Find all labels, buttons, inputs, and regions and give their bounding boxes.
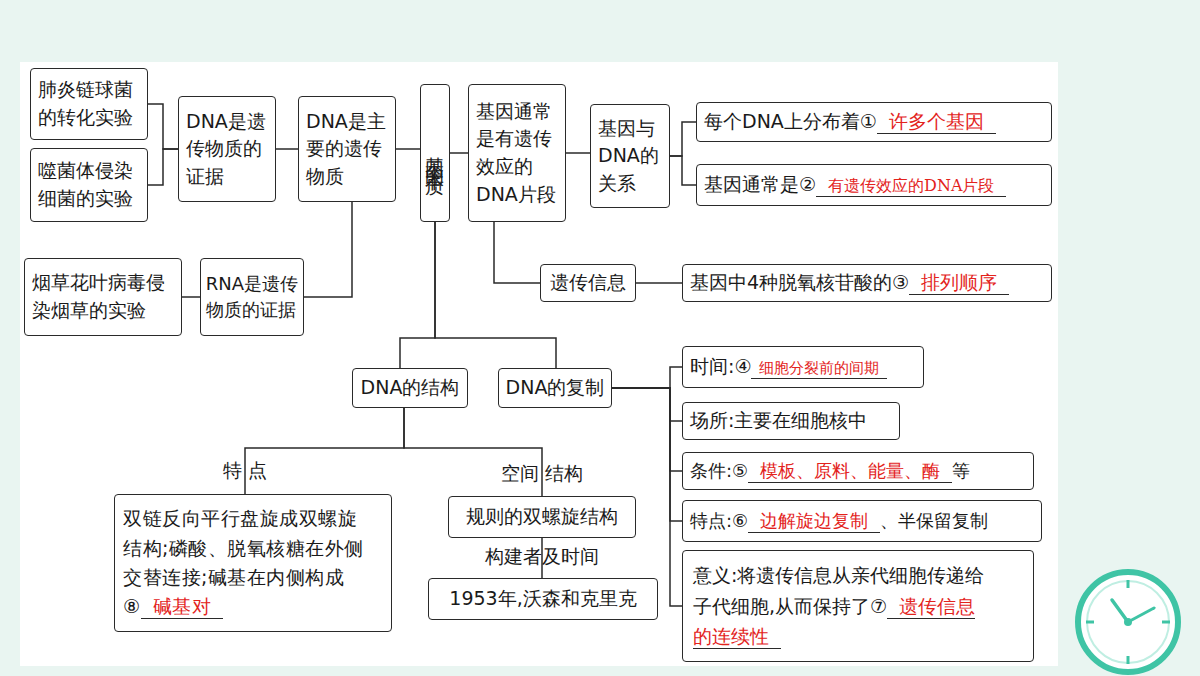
text-wrap: 基因的本质 <box>421 141 449 166</box>
text-wrap: 基因与 DNA的 关系 <box>598 115 662 198</box>
concept-box: 规则的双螺旋结构 <box>448 496 636 538</box>
concept-box: DNA是主 要的遗传 物质 <box>298 96 396 202</box>
concept-box: 基因的本质 <box>420 84 450 222</box>
box-text: 、半保留复制 <box>880 510 988 531</box>
answer-text: 边解旋边复制 <box>748 510 880 533</box>
answer-text: 许多个基因 <box>877 110 996 134</box>
box-text: 基因中4种脱氧核苷酸的③ <box>690 271 909 293</box>
answer-text: 有遗传效应的DNA片段 <box>816 176 1006 197</box>
text-wrap: 肺炎链球菌 的转化实验 <box>38 76 140 131</box>
concept-box: 1953年,沃森和克里克 <box>428 578 658 620</box>
text-wrap: 场所:主要在细胞核中 <box>690 407 867 435</box>
text-wrap: 规则的双螺旋结构 <box>466 503 618 531</box>
connector <box>435 222 556 368</box>
concept-box: 条件:⑤模板、原料、能量、酶等 <box>682 452 1034 490</box>
box-text: 基因与 DNA的 关系 <box>598 117 659 194</box>
text-wrap: 时间:④细胞分裂前的间期 <box>690 353 887 381</box>
box-text: DNA的结构 <box>361 376 460 398</box>
concept-box: DNA是遗 传物质的 证据 <box>178 96 276 202</box>
text-wrap: 基因通常 是有遗传 效应的 DNA片段 <box>476 98 558 208</box>
concept-box: 基因通常 是有遗传 效应的 DNA片段 <box>468 84 566 222</box>
edge-label: 构建者及时间 <box>485 544 599 570</box>
concept-box: 烟草花叶病毒侵 染烟草的实验 <box>24 258 182 336</box>
text-wrap: 噬菌体侵染 细菌的实验 <box>38 157 140 212</box>
text-wrap: 特点:⑥边解旋边复制、半保留复制 <box>690 508 988 534</box>
connector <box>396 148 420 150</box>
concept-box: 噬菌体侵染 细菌的实验 <box>30 148 148 222</box>
text-wrap: DNA是遗 传物质的 证据 <box>186 108 268 191</box>
connector <box>670 122 696 156</box>
box-text: 规则的双螺旋结构 <box>466 505 618 527</box>
text-wrap: 每个DNA上分布着①许多个基因 <box>704 108 996 136</box>
answer-text: 排列顺序 <box>909 271 1009 295</box>
text-wrap: DNA是主 要的遗传 物质 <box>306 108 388 191</box>
edge-label: 特 点 <box>223 458 267 484</box>
connector <box>276 148 298 150</box>
concept-box: 遗传信息 <box>540 264 636 302</box>
clock-icon <box>1062 556 1200 676</box>
text-wrap: 遗传信息 <box>550 269 626 297</box>
text-wrap: 条件:⑤模板、原料、能量、酶等 <box>690 458 970 484</box>
text-wrap: 意义:将遗传信息从亲代细胞传递给 子代细胞,从而保持了⑦遗传信息 的连续性 <box>693 560 1023 651</box>
box-text: 遗传信息 <box>550 271 626 293</box>
connector <box>148 104 178 149</box>
box-text: 时间:④ <box>690 355 751 377</box>
edge-label: 空间 结构 <box>501 461 583 487</box>
connector <box>566 152 590 154</box>
connector <box>400 222 435 368</box>
box-text: 条件:⑤ <box>690 460 748 481</box>
connector <box>670 156 696 185</box>
box-text: 每个DNA上分布着① <box>704 110 877 132</box>
connector <box>304 202 352 297</box>
concept-box: 时间:④细胞分裂前的间期 <box>682 346 924 388</box>
text-wrap: 烟草花叶病毒侵 染烟草的实验 <box>32 269 174 324</box>
box-text: 场所:主要在细胞核中 <box>690 409 867 431</box>
box-text: 基因的本质 <box>425 141 447 166</box>
answer-text: 碱基对 <box>141 595 224 619</box>
concept-box: DNA的结构 <box>352 368 468 408</box>
concept-box: 基因与 DNA的 关系 <box>590 104 670 208</box>
concept-box: RNA是遗传 物质的证据 <box>200 258 304 336</box>
connector <box>148 149 178 185</box>
text-wrap: 双链反向平行盘旋成双螺旋 结构;磷酸、脱氧核糖在外侧 交替连接;碱基在内侧构成 … <box>123 504 383 622</box>
box-text: 肺炎链球菌 的转化实验 <box>38 78 133 128</box>
box-text: DNA的复制 <box>506 376 605 398</box>
box-text: 噬菌体侵染 细菌的实验 <box>38 159 133 209</box>
connector <box>612 367 682 388</box>
concept-box: DNA的复制 <box>498 368 612 408</box>
concept-box: 肺炎链球菌 的转化实验 <box>30 68 148 140</box>
text-wrap: 1953年,沃森和克里克 <box>449 585 636 613</box>
connector <box>245 408 404 494</box>
text-wrap: 基因中4种脱氧核苷酸的③排列顺序 <box>690 269 1009 297</box>
text-wrap: DNA的复制 <box>506 374 605 402</box>
box-text: DNA是主 要的遗传 物质 <box>306 110 386 187</box>
box-text: 烟草花叶病毒侵 染烟草的实验 <box>32 271 165 321</box>
box-text: 基因通常 是有遗传 效应的 DNA片段 <box>476 100 556 205</box>
answer-text: 模板、原料、能量、酶 <box>748 460 952 483</box>
connector <box>636 282 682 284</box>
box-text: 等 <box>952 460 970 481</box>
box-text: 1953年,沃森和克里克 <box>449 587 636 609</box>
connector <box>494 222 540 283</box>
connector <box>612 388 682 421</box>
concept-box: 基因中4种脱氧核苷酸的③排列顺序 <box>682 264 1052 302</box>
box-text: 特点:⑥ <box>690 510 748 531</box>
concept-box: 双链反向平行盘旋成双螺旋 结构;磷酸、脱氧核糖在外侧 交替连接;碱基在内侧构成 … <box>114 494 392 632</box>
concept-box: 场所:主要在细胞核中 <box>682 402 900 440</box>
concept-box: 意义:将遗传信息从亲代细胞传递给 子代细胞,从而保持了⑦遗传信息 的连续性 <box>682 550 1034 662</box>
concept-box: 特点:⑥边解旋边复制、半保留复制 <box>682 500 1042 542</box>
box-text: DNA是遗 传物质的 证据 <box>186 110 266 187</box>
text-wrap: 基因通常是②有遗传效应的DNA片段 <box>704 171 1006 199</box>
text-wrap: DNA的结构 <box>361 374 460 402</box>
concept-box: 每个DNA上分布着①许多个基因 <box>696 102 1052 142</box>
connector <box>612 388 682 471</box>
connector <box>182 296 200 298</box>
box-text: RNA是遗传 物质的证据 <box>206 273 298 320</box>
answer-text: 细胞分裂前的间期 <box>751 359 887 379</box>
text-wrap: RNA是遗传 物质的证据 <box>206 271 298 323</box>
box-text: 基因通常是② <box>704 173 816 195</box>
connector <box>450 152 468 154</box>
concept-box: 基因通常是②有遗传效应的DNA片段 <box>696 164 1052 206</box>
